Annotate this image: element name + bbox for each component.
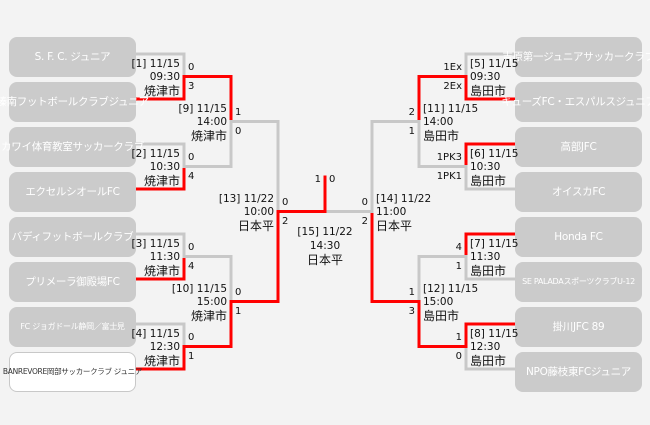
match-label: [9] 11/15 <box>178 102 227 115</box>
match-venue: 島田市 <box>423 308 460 323</box>
team-box-right: 高部JFC <box>515 127 642 167</box>
team-box-left: カワイ体育教室サッカークラブ <box>1 127 144 167</box>
match-label: [12] 11/15 <box>423 282 479 295</box>
match-venue: 焼津市 <box>143 353 180 368</box>
final-venue: 日本平 <box>306 252 343 267</box>
score-bottom: 0 <box>235 125 242 137</box>
match-venue: 焼津市 <box>190 308 227 323</box>
score-bottom: 1 <box>235 305 242 317</box>
team-box-left: S. F. C. ジュニア <box>9 37 136 77</box>
score-bottom: 2 <box>282 215 289 227</box>
match-venue: 島田市 <box>470 173 507 188</box>
team-box-right: SE PALADAスポーツクラブU-12 <box>515 262 642 302</box>
final-label: [15] 11/22 <box>297 225 353 238</box>
team-box-left: プリメーラ御殿場FC <box>9 262 136 302</box>
match-label: [10] 11/15 <box>171 282 227 295</box>
score-bottom: 2 <box>361 215 368 227</box>
match-venue: 焼津市 <box>143 263 180 278</box>
score-bottom: 0 <box>455 350 462 362</box>
match-venue: 日本平 <box>376 218 413 233</box>
team-box-left: FC ジョガドール静岡／富士見 <box>9 307 136 347</box>
match-venue: 焼津市 <box>143 173 180 188</box>
match-time: 10:00 <box>243 205 274 218</box>
team-box-right: 吉原第一ジュニアサッカークラブ <box>502 37 650 77</box>
score-top: 0 <box>282 196 289 208</box>
match-label: [8] 11/15 <box>470 327 519 340</box>
match-venue: 島田市 <box>470 83 507 98</box>
match-label: [4] 11/15 <box>131 327 180 340</box>
match-venue: 焼津市 <box>143 83 180 98</box>
match-label: [6] 11/15 <box>470 147 519 160</box>
match-venue: 島田市 <box>470 353 507 368</box>
match-label: [11] 11/15 <box>423 102 479 115</box>
score-top: 1 <box>235 106 242 118</box>
team-box-left: エクセルシオールFC <box>9 172 136 212</box>
team-box-right: NPO藤枝東FCジュニア <box>515 352 642 392</box>
match-time: 09:30 <box>470 70 501 83</box>
match-label: [7] 11/15 <box>470 237 519 250</box>
score-left: 1 <box>314 174 321 185</box>
match-venue: 日本平 <box>237 218 274 233</box>
score-bottom: 3 <box>188 80 195 92</box>
score-bottom: 1 <box>408 125 415 137</box>
score-top: 0 <box>188 61 195 73</box>
match-venue: 焼津市 <box>190 128 227 143</box>
score-top: 1Ex <box>443 61 462 73</box>
match-time: 12:30 <box>149 340 180 353</box>
score-top: 0 <box>361 196 368 208</box>
score-bottom: 4 <box>188 170 195 182</box>
match-label: [14] 11/22 <box>376 192 432 205</box>
score-bottom: 4 <box>188 260 195 272</box>
score-bottom: 1PK1 <box>436 170 462 182</box>
team-box-right: オイスカFC <box>515 172 642 212</box>
match-venue: 島田市 <box>423 128 460 143</box>
match-time: 11:30 <box>149 250 180 263</box>
match-label: [13] 11/22 <box>218 192 274 205</box>
match-time: 10:30 <box>470 160 501 173</box>
match-time: 14:00 <box>423 115 454 128</box>
score-right: 0 <box>329 174 336 185</box>
score-top: 0 <box>188 241 195 253</box>
team-box-right: 掛川JFC 89 <box>515 307 642 347</box>
match-label: [3] 11/15 <box>131 237 180 250</box>
score-top: 1 <box>455 331 462 343</box>
team-box-left: BANREVORE岡部サッカークラブ ジュニア <box>3 352 142 392</box>
score-top: 0 <box>188 151 195 163</box>
match-label: [5] 11/15 <box>470 57 519 70</box>
score-top: 1PK3 <box>436 151 462 163</box>
team-box-left: 榛南フットボールクラブジュニア <box>0 82 149 122</box>
match-label: [1] 11/15 <box>131 57 180 70</box>
match-time: 09:30 <box>149 70 180 83</box>
match-time: 10:30 <box>149 160 180 173</box>
final-time: 14:30 <box>309 239 341 252</box>
match-time: 11:30 <box>470 250 501 263</box>
score-top: 1 <box>408 286 415 298</box>
score-bottom: 3 <box>408 305 415 317</box>
score-top: 0 <box>235 286 242 298</box>
match-time: 15:00 <box>196 295 227 308</box>
score-bottom: 1 <box>455 260 462 272</box>
match-time: 14:00 <box>196 115 227 128</box>
score-top: 2 <box>408 106 415 118</box>
score-top: 0 <box>188 331 195 343</box>
match-time: 11:00 <box>376 205 407 218</box>
match-time: 15:00 <box>423 295 454 308</box>
match-venue: 島田市 <box>470 263 507 278</box>
team-box-right: Honda FC <box>515 217 642 257</box>
score-bottom: 1 <box>188 350 195 362</box>
match-time: 12:30 <box>470 340 501 353</box>
score-bottom: 2Ex <box>443 80 462 92</box>
team-box-left: バディフットボールクラブ <box>9 217 136 257</box>
score-top: 4 <box>455 241 462 253</box>
match-label: [2] 11/15 <box>131 147 180 160</box>
team-box-right: キューズFC・エスパルスジュニア <box>501 82 650 122</box>
